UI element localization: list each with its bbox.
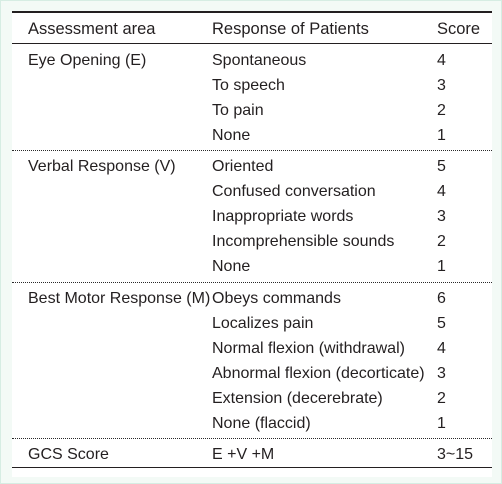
table-row-response: None <box>212 258 251 275</box>
section-divider <box>12 150 492 151</box>
table-row-response: Confused conversation <box>212 183 376 200</box>
table-row-score: 1 <box>437 415 446 432</box>
table-row-response: None (flaccid) <box>212 415 311 432</box>
table-row-score: 1 <box>437 258 446 275</box>
table-row-response: Abnormal flexion (decorticate) <box>212 365 425 382</box>
section-divider <box>12 438 492 439</box>
table-top-rule <box>12 11 492 13</box>
table-row-response: Spontaneous <box>212 52 307 69</box>
table-row-score: 2 <box>437 390 446 407</box>
table-row-response: None <box>212 127 251 144</box>
table-row-response: Extension (decerebrate) <box>212 390 383 407</box>
table-row-score: 2 <box>437 102 446 119</box>
table-row-response: Incomprehensible sounds <box>212 233 395 250</box>
table-row-score: 3 <box>437 208 446 225</box>
table-row-score: 5 <box>437 315 446 332</box>
table-row-response: To pain <box>212 102 264 119</box>
section-divider <box>12 282 492 283</box>
table-row-response: Localizes pain <box>212 315 314 332</box>
table-row-response: Oriented <box>212 158 274 175</box>
header-response: Response of Patients <box>212 20 369 38</box>
area-verbal-response: Verbal Response (V) <box>28 158 176 175</box>
table-row-response: To speech <box>212 77 285 94</box>
table-row-score: 3 <box>437 77 446 94</box>
table-row-response: Inappropriate words <box>212 208 354 225</box>
header-rule <box>12 43 492 44</box>
table-row-score: 5 <box>437 158 446 175</box>
table-row-score: 3 <box>437 365 446 382</box>
area-eye-opening: Eye Opening (E) <box>28 52 147 69</box>
table-row-score: 1 <box>437 127 446 144</box>
header-assessment-area: Assessment area <box>28 20 156 38</box>
table-row-score: 6 <box>437 290 446 307</box>
gcs-table: Assessment area Response of Patients Sco… <box>12 11 492 477</box>
total-area: GCS Score <box>28 446 109 463</box>
table-row-score: 2 <box>437 233 446 250</box>
total-score: 3~15 <box>437 446 474 463</box>
table-row-response: Normal flexion (withdrawal) <box>212 340 405 357</box>
table-row-score: 4 <box>437 340 446 357</box>
table-bottom-rule <box>12 467 492 468</box>
table-row-score: 4 <box>437 183 446 200</box>
header-score: Score <box>437 20 481 38</box>
table-row-score: 4 <box>437 52 446 69</box>
total-response: E +V +M <box>212 446 275 463</box>
area-best-motor-response: Best Motor Response (M) <box>28 290 211 307</box>
table-row-response: Obeys commands <box>212 290 341 307</box>
